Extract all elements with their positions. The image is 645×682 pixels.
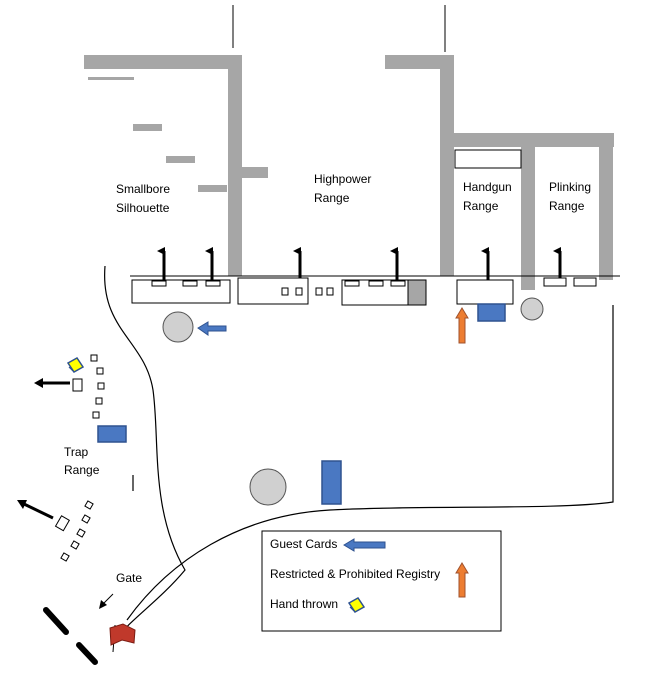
- wall-plinking-right: [599, 147, 613, 280]
- legend-guest-cards-label: Guest Cards: [270, 537, 337, 551]
- label-handgun-range: Range: [463, 199, 499, 213]
- trap-house: [72, 378, 83, 392]
- circle-structure: [520, 297, 544, 321]
- label-trap: Trap: [64, 445, 89, 459]
- left-arrow-icon: [23, 502, 54, 520]
- station: [95, 397, 103, 405]
- range-walls: [84, 55, 614, 290]
- station: [84, 500, 94, 510]
- gate-posts: [43, 607, 98, 665]
- silhouette-target-2: [133, 124, 162, 131]
- wall-smallbore-highpower: [228, 55, 242, 276]
- station: [70, 540, 80, 550]
- hand-thrower-icon: [66, 357, 85, 373]
- handgun-target-frame: [454, 149, 522, 169]
- bench: [151, 280, 167, 287]
- label-plinking: Plinking: [549, 180, 591, 194]
- station: [76, 528, 86, 538]
- direction-of-fire-arrows: [157, 247, 562, 283]
- handgun-shelter: [456, 279, 514, 305]
- road-east-edge: [126, 305, 614, 621]
- handgun-blue-box: [477, 303, 506, 322]
- station: [90, 354, 98, 362]
- trap-blue-box: [97, 425, 127, 443]
- berm-stub: [242, 167, 268, 178]
- wall-highpower-handgun: [440, 55, 454, 276]
- label-handgun: Handgun: [463, 180, 512, 194]
- arrowhead: [17, 500, 27, 509]
- main-blue-box: [321, 460, 342, 505]
- bench: [390, 280, 406, 287]
- flag-icon: [109, 623, 136, 653]
- trap-house: [54, 515, 71, 532]
- blue-boxes: [97, 303, 506, 505]
- label-highpower: Highpower: [314, 172, 371, 186]
- gate-arrow: [99, 593, 114, 609]
- legend-registry-label: Restricted & Prohibited Registry: [270, 567, 440, 581]
- arrowhead: [34, 378, 43, 388]
- left-arrow-icon: [197, 321, 227, 336]
- circle-structure: [249, 468, 287, 506]
- trap-stations: [54, 354, 105, 562]
- station: [60, 552, 70, 562]
- legend: Guest Cards Restricted & Prohibited Regi…: [261, 530, 502, 632]
- station: [81, 514, 91, 524]
- road: [104, 265, 614, 641]
- up-arrow-icon: [455, 307, 469, 344]
- label-trap-range: Range: [64, 463, 100, 477]
- label-gate: Gate: [116, 571, 142, 585]
- bench: [543, 277, 567, 287]
- top-wall-handgun-plinking: [454, 133, 614, 147]
- top-wall-left: [84, 55, 242, 69]
- gray-circles: [162, 297, 544, 506]
- label-plinking-range: Range: [549, 199, 585, 213]
- shooting-shelters: [131, 277, 597, 306]
- trap-direction-arrows: [17, 378, 70, 520]
- station: [96, 367, 104, 375]
- bench: [573, 277, 597, 287]
- top-wall-right: [385, 55, 454, 69]
- road-west-edge: [104, 265, 186, 641]
- circle-structure: [162, 311, 194, 343]
- bench: [368, 280, 384, 287]
- legend-hand-thrown-label: Hand thrown: [270, 597, 338, 611]
- label-highpower-range: Range: [314, 191, 350, 205]
- hand-thrower-icon: [347, 597, 366, 613]
- station: [92, 411, 100, 419]
- bench: [315, 287, 323, 296]
- bench: [281, 287, 289, 296]
- up-arrow-icon: [455, 562, 469, 598]
- label-smallbore: Smallbore: [116, 182, 170, 196]
- silhouette-target-1: [88, 77, 134, 80]
- silhouette-target-3: [166, 156, 195, 163]
- left-arrow-icon: [343, 538, 386, 552]
- bench: [182, 280, 198, 287]
- bench: [344, 280, 360, 287]
- wall-handgun-plinking: [521, 147, 535, 290]
- storage-box: [407, 279, 427, 306]
- bench: [326, 287, 334, 296]
- station: [97, 382, 105, 390]
- silhouette-target-4: [198, 185, 227, 192]
- bench: [205, 280, 221, 287]
- label-silhouette: Silhouette: [116, 201, 170, 215]
- bench: [295, 287, 303, 296]
